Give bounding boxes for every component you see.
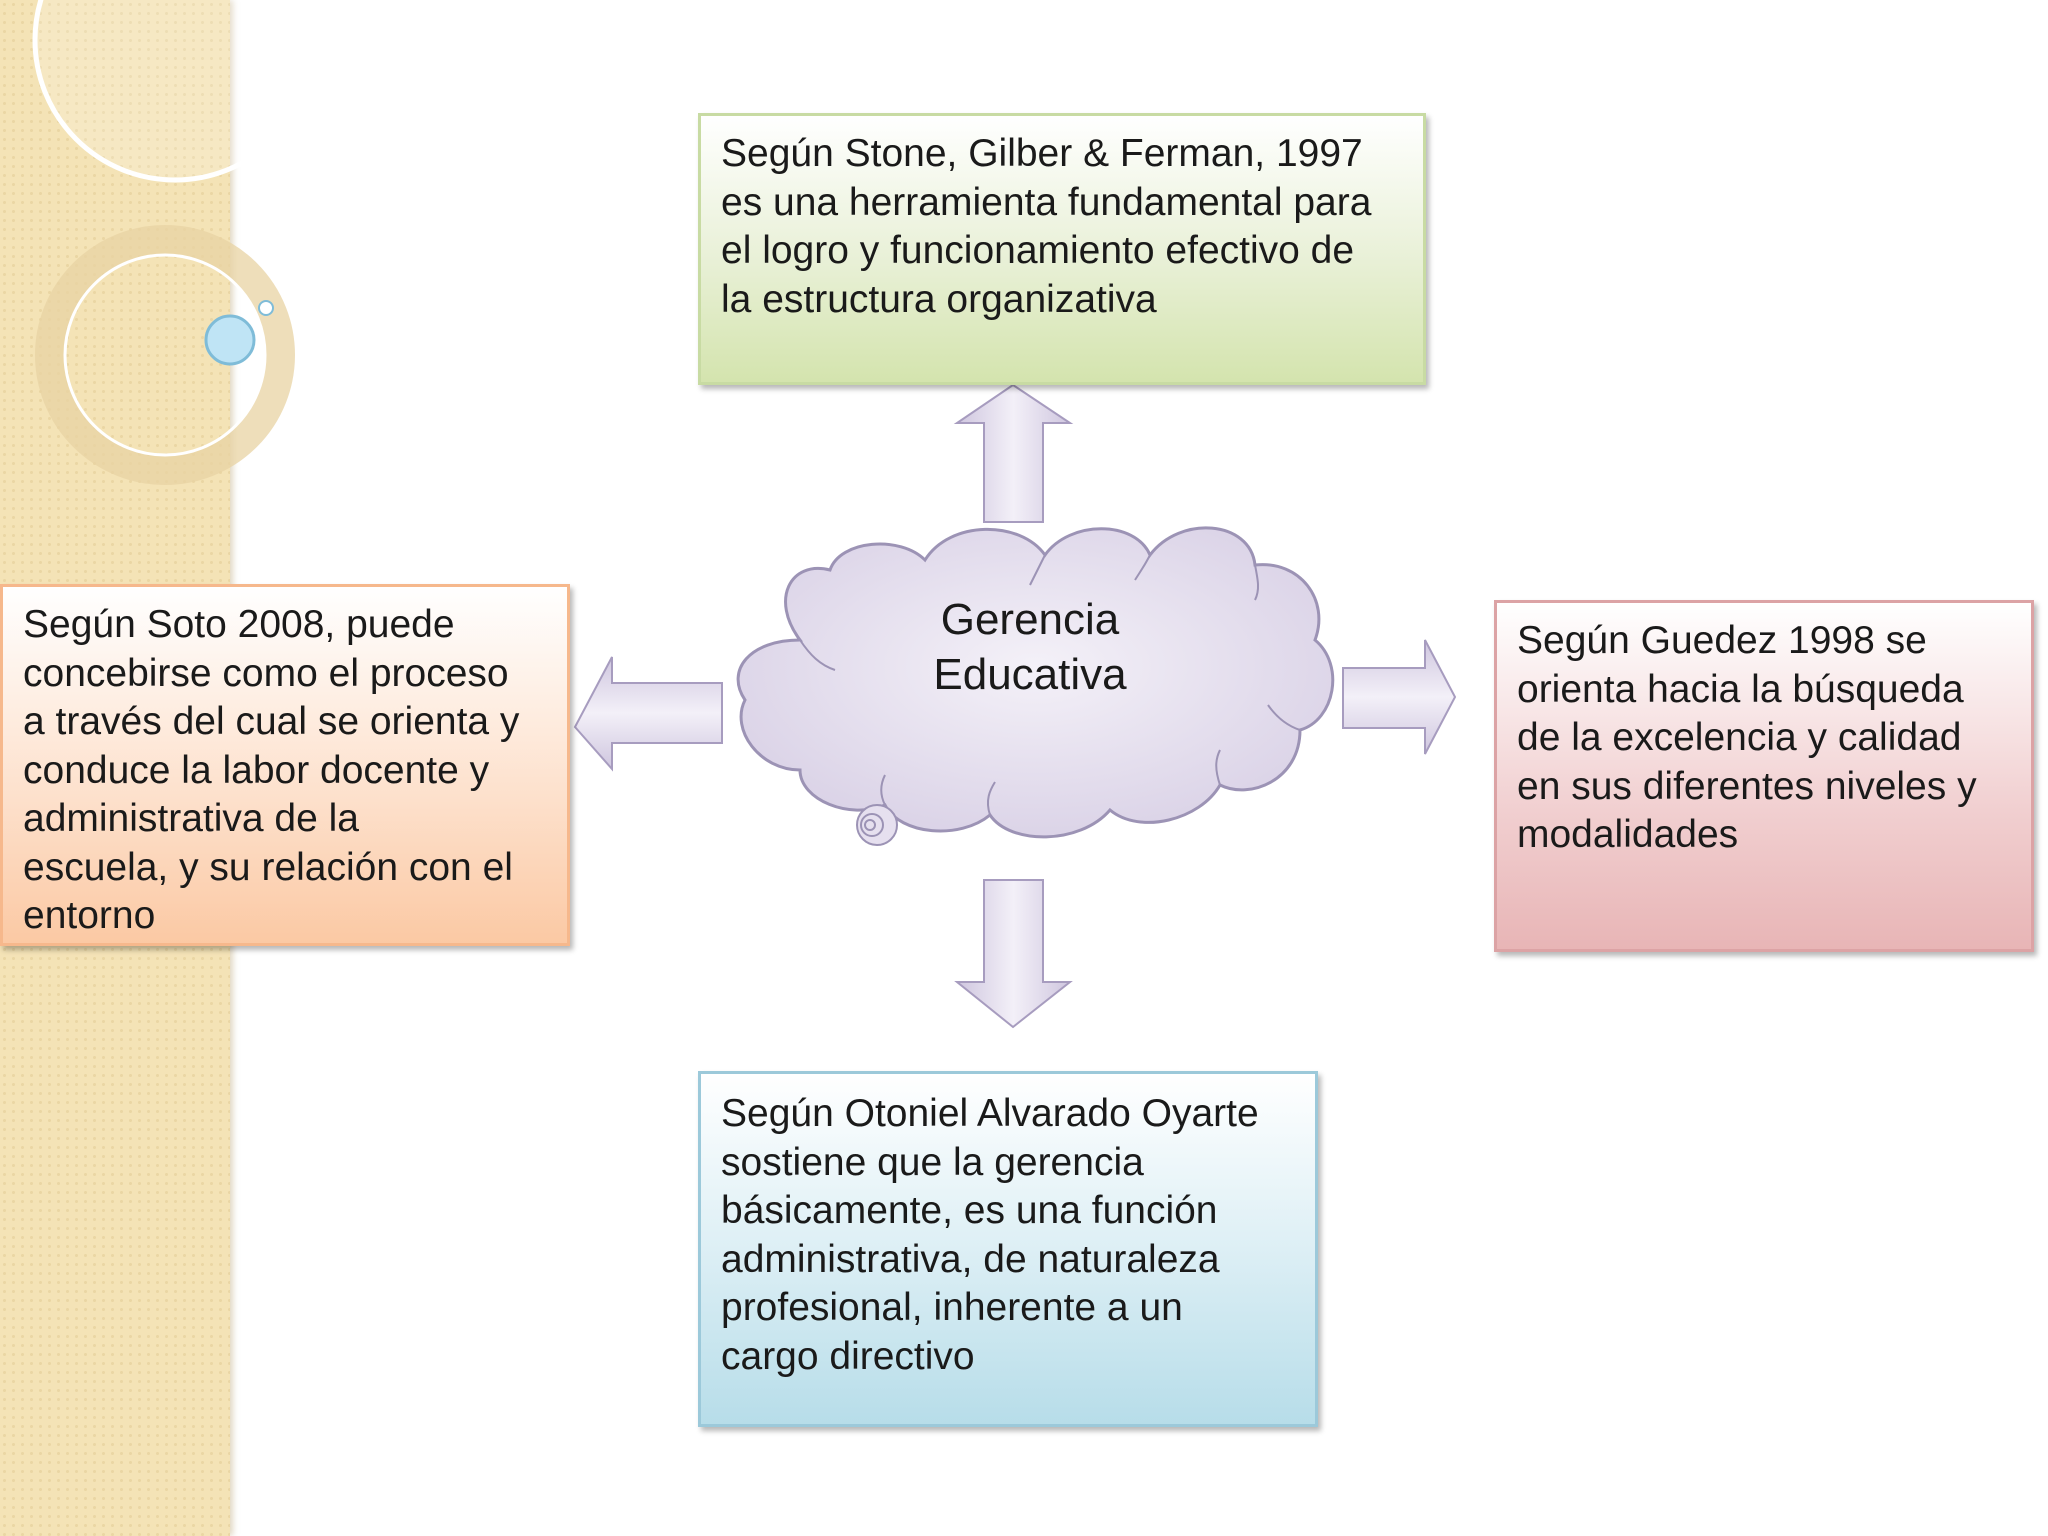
definition-box-right: Según Guedez 1998 se orienta hacia la bú… [1494,600,2034,952]
box-line: es una herramienta fundamental para [721,179,1403,228]
box-line: orienta hacia la búsqueda [1517,666,2011,715]
box-line: administrativa, de naturaleza [721,1236,1295,1285]
arrow-down [957,880,1070,1027]
box-line: escuela, y su relación con el [23,844,547,893]
box-line: Según Stone, Gilber & Ferman, 1997 [721,130,1403,179]
box-line: en sus diferentes niveles y [1517,763,2011,812]
box-line: sostiene que la gerencia [721,1139,1295,1188]
box-line: Según Otoniel Alvarado Oyarte [721,1090,1295,1139]
box-line: la estructura organizativa [721,276,1403,325]
box-line: administrativa de la [23,795,547,844]
box-line: el logro y funcionamiento efectivo de [721,227,1403,276]
center-line-1: Gerencia [870,592,1190,647]
box-line: Según Soto 2008, puede [23,601,547,650]
box-line: cargo directivo [721,1333,1295,1382]
box-line: modalidades [1517,811,2011,860]
arrow-right [1343,640,1455,754]
box-line: profesional, inherente a un [721,1284,1295,1333]
definition-box-bottom: Según Otoniel Alvarado Oyarte sostiene q… [698,1071,1318,1427]
box-line: básicamente, es una función [721,1187,1295,1236]
box-line: Según Guedez 1998 se [1517,617,2011,666]
arrow-left [575,657,722,769]
center-concept-label: Gerencia Educativa [870,592,1190,702]
center-line-2: Educativa [870,647,1190,702]
arrow-up [957,385,1070,522]
box-line: entorno [23,892,547,941]
cloud-bubble [865,820,875,830]
box-line: concebirse como el proceso [23,650,547,699]
box-line: a través del cual se orienta y [23,698,547,747]
box-line: conduce la labor docente y [23,747,547,796]
definition-box-left: Según Soto 2008, puede concebirse como e… [0,584,570,946]
definition-box-top: Según Stone, Gilber & Ferman, 1997 es un… [698,113,1426,385]
box-line: de la excelencia y calidad [1517,714,2011,763]
